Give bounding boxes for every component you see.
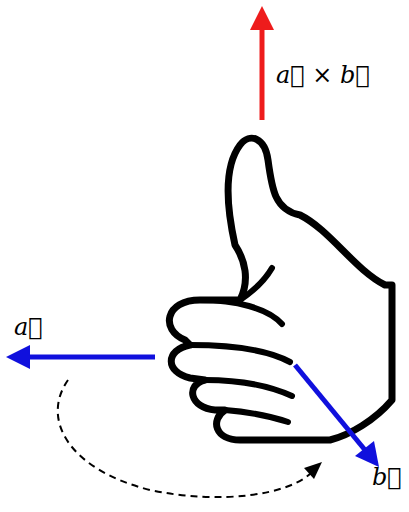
vector-label: a⃗	[14, 312, 43, 343]
cross-product-arrow	[260, 28, 265, 120]
vector-label: b⃗	[372, 462, 402, 493]
arrowhead	[250, 6, 274, 30]
arrowhead	[304, 462, 322, 479]
arrowhead	[6, 345, 30, 369]
thumbs-up-hand	[169, 138, 392, 440]
vector-label: a⃗ × b⃗	[276, 60, 370, 91]
vector-b-arrow	[295, 365, 365, 450]
rotation-arrow	[58, 380, 312, 497]
vector-a-arrow	[28, 355, 155, 360]
finger-lines	[190, 268, 292, 422]
